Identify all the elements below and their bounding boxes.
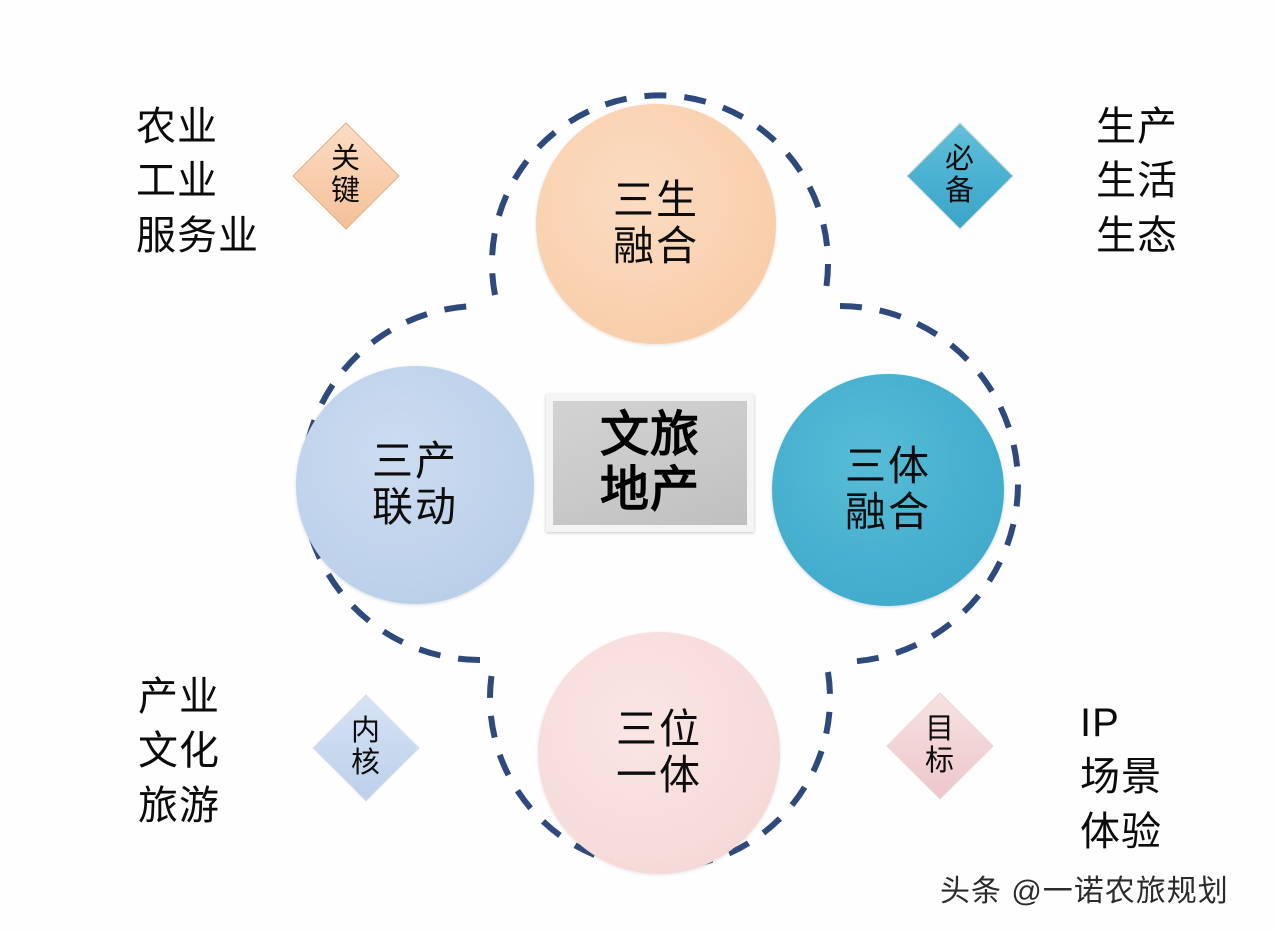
petal-arc-right xyxy=(839,303,1021,665)
watermark-text: 头条 @一诺农旅规划 xyxy=(940,875,1229,908)
diamond-label-goal: 目 标 xyxy=(888,694,992,798)
diamond-goal-line1: 目 xyxy=(924,713,955,746)
corner-tl-line1: 农业 xyxy=(136,105,218,149)
circle-bottom-line2: 一体 xyxy=(616,752,702,798)
center-title-box[interactable]: 文旅 地产 xyxy=(546,394,754,532)
corner-tr-line1: 生产 xyxy=(1096,105,1178,149)
center-title-line2: 地产 xyxy=(599,463,700,517)
circle-top-line2: 融合 xyxy=(613,223,699,269)
circle-bottom-line1: 三位 xyxy=(616,706,702,753)
diamond-key-line2: 键 xyxy=(330,175,361,207)
petal-arc-top xyxy=(489,92,831,296)
center-title-line1: 文旅 xyxy=(599,408,700,463)
corner-tl-line3: 服务业 xyxy=(136,213,259,258)
corner-bl-line1: 产业 xyxy=(138,675,220,719)
corner-label-bottom-left: 产业 文化 旅游 xyxy=(138,670,220,833)
circle-node-left[interactable]: 三产 联动 xyxy=(296,366,534,604)
corner-label-top-right: 生产 生活 生态 xyxy=(1096,100,1178,263)
circle-right-line1: 三体 xyxy=(845,443,931,490)
corner-tr-line2: 生活 xyxy=(1096,159,1178,204)
diamond-must-line1: 必 xyxy=(944,143,975,176)
diamond-label-must: 必 备 xyxy=(908,124,1012,228)
diamond-label-core: 内 核 xyxy=(314,696,418,800)
circle-node-bottom[interactable]: 三位 一体 xyxy=(538,632,780,874)
circle-node-right[interactable]: 三体 融合 xyxy=(772,374,1004,606)
diamond-core-line1: 内 xyxy=(350,715,381,748)
corner-label-top-left: 农业 工业 服务业 xyxy=(136,100,259,263)
corner-bl-line3: 旅游 xyxy=(138,783,220,828)
petal-arc-left xyxy=(300,303,481,663)
corner-tr-line3: 生态 xyxy=(1096,213,1178,258)
diamond-core-line2: 核 xyxy=(350,747,381,779)
diamond-badge-key[interactable]: 关 键 xyxy=(292,122,400,230)
diamond-label-key: 关 键 xyxy=(294,124,398,228)
corner-br-line2: 场景 xyxy=(1080,755,1162,800)
corner-br-line3: 体验 xyxy=(1080,809,1162,854)
corner-bl-line2: 文化 xyxy=(138,729,220,774)
diamond-badge-goal[interactable]: 目 标 xyxy=(886,692,994,800)
diamond-badge-core[interactable]: 内 核 xyxy=(312,694,420,802)
circle-left-line2: 联动 xyxy=(372,484,458,530)
circle-node-top[interactable]: 三生 融合 xyxy=(536,104,776,344)
diamond-goal-line2: 标 xyxy=(924,745,955,777)
circle-top-line1: 三生 xyxy=(613,177,699,224)
diamond-key-line1: 关 xyxy=(330,143,361,176)
diamond-badge-must[interactable]: 必 备 xyxy=(906,122,1014,230)
corner-br-line1: IP xyxy=(1080,701,1120,745)
circle-left-line1: 三产 xyxy=(372,438,458,485)
diamond-must-line2: 备 xyxy=(944,175,975,207)
corner-label-bottom-right: IP 场景 体验 xyxy=(1080,696,1162,859)
circle-right-line2: 融合 xyxy=(845,489,931,535)
corner-tl-line2: 工业 xyxy=(136,159,218,204)
